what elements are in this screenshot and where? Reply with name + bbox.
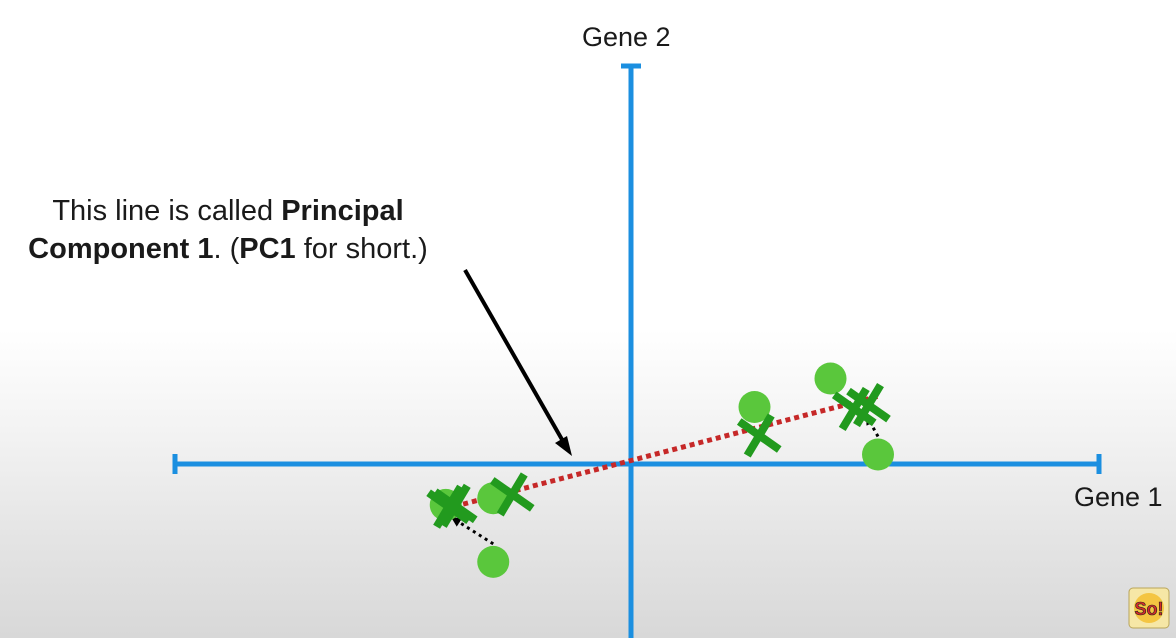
projection-x-mark xyxy=(846,383,891,428)
y-axis-label: Gene 2 xyxy=(582,22,671,52)
annotation-bold-abbrev: PC1 xyxy=(239,233,296,265)
annotation-text: for short.) xyxy=(295,233,428,265)
data-point xyxy=(477,545,510,578)
projection-x-stroke xyxy=(743,413,775,458)
annotation-bold-term: Component 1 xyxy=(28,233,214,265)
svg-text:So!: So! xyxy=(1135,599,1164,619)
projection-x-mark xyxy=(426,484,471,529)
annotation-text: . ( xyxy=(213,233,240,265)
projection-x-mark xyxy=(489,472,535,517)
x-axis-label: Gene 1 xyxy=(1074,482,1163,512)
annotation-bold-term: Principal xyxy=(281,195,404,227)
projection-x-stroke xyxy=(853,383,884,428)
projection-x-stroke xyxy=(433,484,465,529)
projection-x-mark xyxy=(736,413,782,458)
annotation-arrow xyxy=(463,269,570,451)
projection-x-stroke xyxy=(439,483,471,528)
annotation-text: This line is called xyxy=(52,195,282,227)
data-point xyxy=(814,362,847,395)
data-point xyxy=(862,438,894,471)
statquest-logo-icon: So! xyxy=(1128,587,1170,629)
projection-x-mark xyxy=(831,386,877,431)
annotation-arrowhead xyxy=(555,436,572,456)
projection-x-stroke xyxy=(838,386,870,431)
projection-arrow xyxy=(451,517,495,546)
projection-x-stroke xyxy=(496,472,528,517)
projection-x-mark xyxy=(432,483,478,528)
data-point xyxy=(738,391,771,423)
